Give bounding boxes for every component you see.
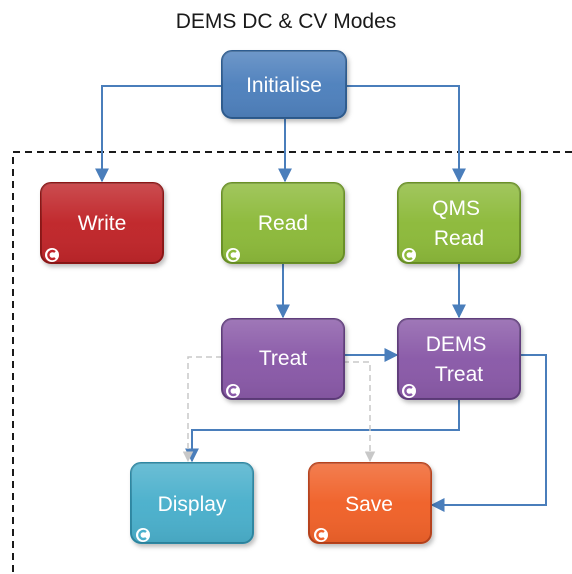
node-initialise[interactable]: Initialise <box>221 50 347 119</box>
node-display-label: Display <box>158 493 227 516</box>
cycle-icon <box>226 384 240 398</box>
node-initialise-label: Initialise <box>246 74 322 97</box>
cycle-icon <box>136 528 150 542</box>
node-qms-read-label: QMS Read <box>432 197 486 250</box>
node-dems-treat[interactable]: DEMS Treat <box>397 318 521 400</box>
arrow-initialise-write <box>95 85 222 183</box>
arrow-initialise-qms-read <box>346 85 466 183</box>
node-write-label: Write <box>78 212 127 235</box>
dashed-arrow-treat-save <box>343 361 376 463</box>
arrow-dems-treat-display <box>185 399 460 463</box>
node-save[interactable]: Save <box>308 462 432 544</box>
connectors <box>95 85 547 512</box>
node-dems-treat-label: DEMS Treat <box>426 333 493 386</box>
node-display[interactable]: Display <box>130 462 254 544</box>
dashed-arrow-treat-display <box>182 356 222 463</box>
diagram-title: DEMS DC & CV Modes <box>176 10 397 33</box>
cycle-icon <box>226 248 240 262</box>
node-save-label: Save <box>345 493 393 516</box>
cycle-icon <box>45 248 59 262</box>
cycle-icon <box>402 384 416 398</box>
node-write[interactable]: Write <box>40 182 164 264</box>
node-read-label: Read <box>258 212 308 235</box>
node-qms-read[interactable]: QMS Read <box>397 182 521 264</box>
cycle-icon <box>402 248 416 262</box>
mode-boundary <box>12 151 572 572</box>
node-read[interactable]: Read <box>221 182 345 264</box>
cycle-icon <box>314 528 328 542</box>
node-treat[interactable]: Treat <box>221 318 345 400</box>
arrow-dems-treat-save <box>430 354 547 512</box>
optional-connectors <box>182 356 376 463</box>
node-treat-label: Treat <box>259 347 307 370</box>
